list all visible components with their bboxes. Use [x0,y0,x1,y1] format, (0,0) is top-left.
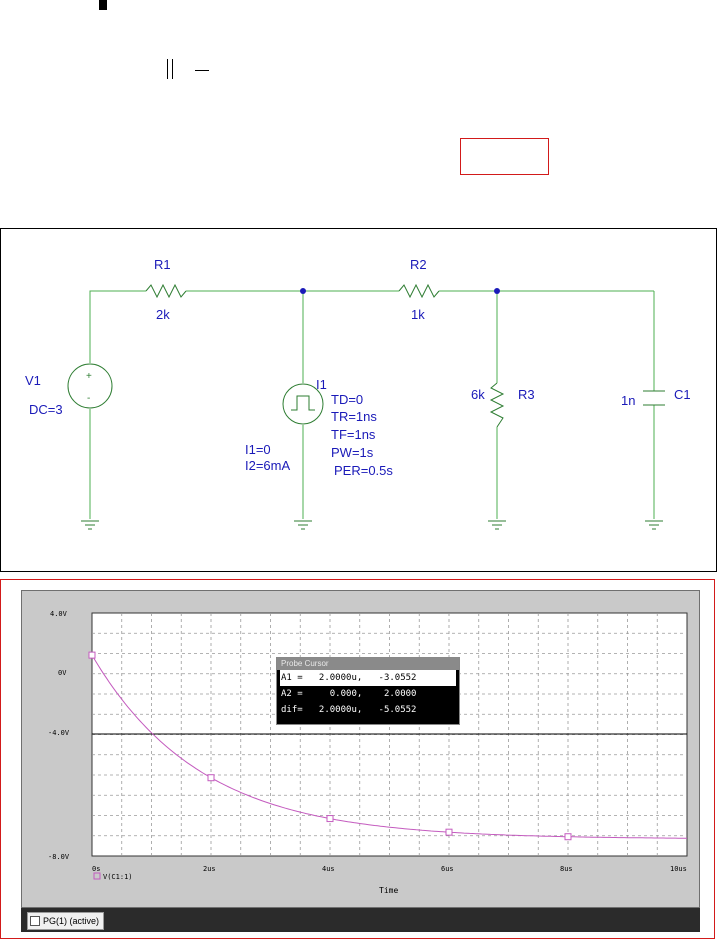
r2-resistor [398,283,440,299]
cursor-a2-row: A2 = 0.000, 2.0000 [281,689,417,699]
i1-tr: TR=1ns [331,409,377,424]
junction-dot [300,288,306,294]
c1-label: C1 [674,387,691,402]
plot-tab-bar: PG(1) (active) [21,908,700,932]
svg-text:-: - [87,393,90,404]
x-axis-label: Time [379,886,398,895]
r3-label: R3 [518,387,535,402]
schematic-drawing: + - R1 2k R2 1k V1 DC=3 I1 TD=0 TR=1ns T… [25,257,691,530]
r1-label: R1 [154,257,171,272]
x-tick: 10us [670,865,687,873]
probe-cursor-title: Probe Cursor [277,658,459,670]
x-tick: 2us [203,865,216,873]
trace-marker [564,833,572,841]
c1-capacitor [643,390,665,406]
i1-per: PER=0.5s [334,463,393,478]
equation-parallel-lines [167,59,173,79]
r3-value: 6k [471,387,485,402]
v1-value: DC=3 [29,402,63,417]
legend-trace-name[interactable]: V(C1:1) [103,873,133,881]
svg-text:+: + [86,371,92,382]
x-tick: 6us [441,865,454,873]
y-tick: 4.0V [50,610,68,618]
waveform-plot[interactable]: 4.0V 0V -4.0V -8.0V 0s 2us 4us 6us 8us 1… [22,591,699,907]
trace-v-c1 [91,654,687,839]
r2-value: 1k [411,307,425,322]
plot-tab-label: PG(1) (active) [43,916,100,926]
plot-tab-icon [30,916,40,926]
x-tick: 8us [560,865,573,873]
trace-marker [207,774,215,782]
v1-voltage-source: + - [67,363,113,409]
y-tick: -4.0V [48,729,70,737]
i1-tf: TF=1ns [331,427,376,442]
v1-label: V1 [25,373,41,388]
trace-marker [445,828,453,836]
x-tick: 4us [322,865,335,873]
equation-bar [99,0,107,10]
x-tick: 0s [92,865,100,873]
trace-markers [88,651,572,841]
ground-symbols [81,520,663,530]
junction-dot [494,288,500,294]
probe-cursor-box[interactable]: Probe Cursor A1 = 2.0000u, -3.0552 A2 = … [276,657,460,725]
r1-resistor [145,283,187,299]
i1-label: I1 [316,377,327,392]
i1-pulse-current-source [282,383,324,425]
r1-value: 2k [156,307,170,322]
i1-pulsed-value: I2=6mA [245,458,290,473]
i1-pw: PW=1s [331,445,374,460]
probe-window: 4.0V 0V -4.0V -8.0V 0s 2us 4us 6us 8us 1… [0,579,715,939]
trace-marker [88,651,96,659]
legend-marker [93,872,101,880]
trace-marker [326,815,334,823]
r3-resistor [489,382,505,428]
y-tick: -8.0V [48,853,70,861]
i1-td: TD=0 [331,392,363,407]
r2-label: R2 [410,257,427,272]
c1-value: 1n [621,393,635,408]
equation-fraction-bar [195,70,209,71]
cursor-dif-row: dif= 2.0000u, -5.0552 [281,705,417,715]
answer-box [460,138,549,175]
plot-frame: 4.0V 0V -4.0V -8.0V 0s 2us 4us 6us 8us 1… [21,590,700,908]
wires [89,290,655,519]
plot-tab-active[interactable]: PG(1) (active) [27,912,105,930]
cursor-a1-row: A1 = 2.0000u, -3.0552 [280,670,456,686]
circuit-schematic: + - R1 2k R2 1k V1 DC=3 I1 TD=0 TR=1ns T… [0,228,717,572]
y-tick: 0V [58,669,67,677]
i1-initial-value: I1=0 [245,442,271,457]
